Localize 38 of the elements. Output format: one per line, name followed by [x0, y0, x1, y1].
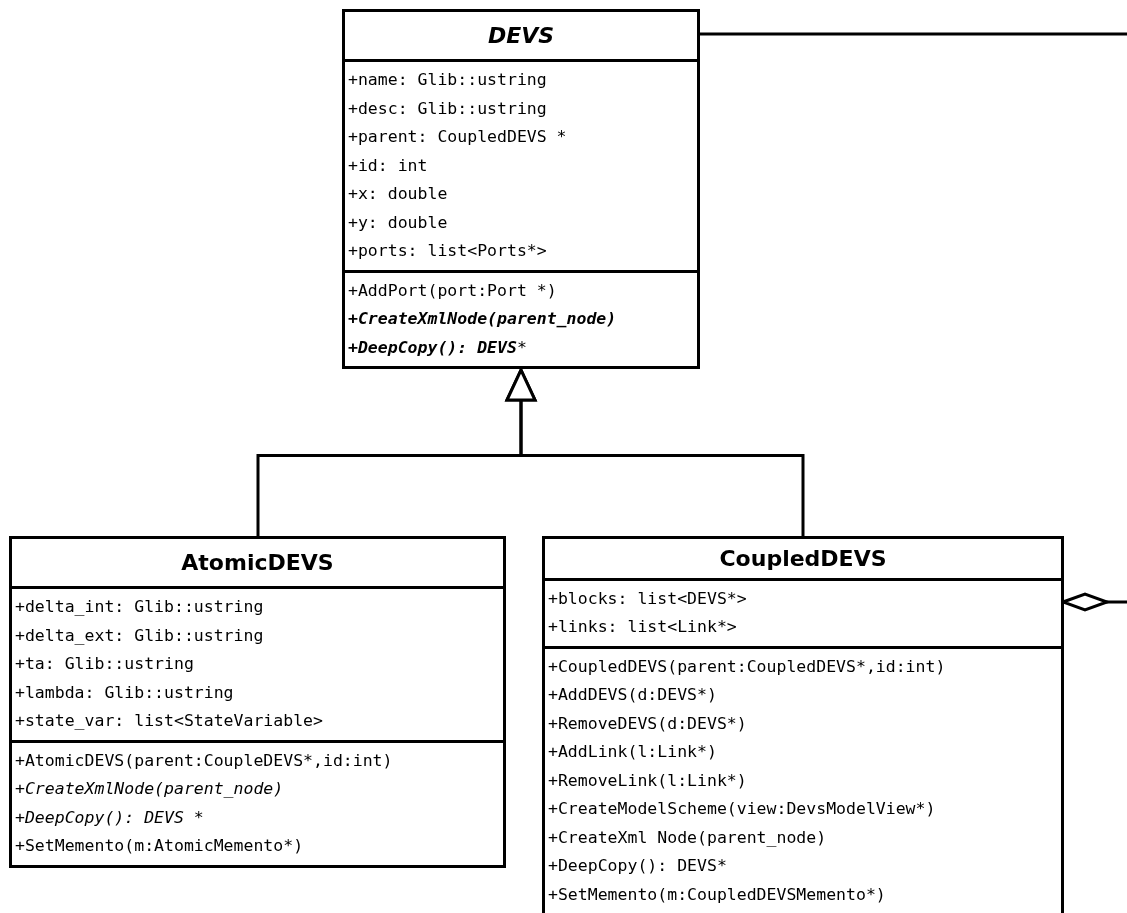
class-name: AtomicDEVS — [181, 550, 334, 575]
method-text: +RemoveDEVS(d:DEVS*) — [548, 712, 747, 735]
method-text: +SetMemento(m:CoupledDEVSMemento*) — [548, 883, 886, 906]
attribute-text: +ta: Glib::ustring — [15, 653, 194, 675]
method-text: +DeepCopy(): DEVS* — [15, 806, 204, 829]
class-name: CoupledDEVS — [719, 545, 887, 571]
attribute-text: +blocks: list<DEVS*> — [548, 587, 747, 610]
attribute-text: +desc: Glib::ustring — [348, 97, 547, 120]
method-text: +AtomicDEVS(parent:CoupleDEVS*,id:int) — [15, 749, 393, 772]
attribute-text: +x: double — [348, 183, 448, 205]
attribute-text: +lambda: Glib::ustring — [15, 681, 234, 704]
method-text: +AddPort(port:Port *) — [348, 279, 557, 302]
method-text: +DeepCopy(): DEVS* — [348, 336, 527, 359]
inheritance-arrow — [505, 368, 805, 536]
method-text: +RemoveLink(l:Link*) — [548, 769, 747, 792]
attribute-text: +links: list<Link*> — [548, 616, 737, 638]
attribute-text: +name: Glib::ustring — [348, 69, 547, 91]
method-text: +CreateModelScheme(view:DevsModelView*) — [548, 798, 936, 820]
association-line — [699, 32, 1127, 36]
class-box — [542, 536, 1064, 913]
class-name: DEVS — [487, 23, 555, 48]
class-box — [9, 536, 506, 868]
attribute-text: +state_var: list<StateVariable> — [15, 710, 323, 732]
attribute-text: +delta_int: Glib::ustring — [15, 596, 264, 618]
attribute-text: +y: double — [348, 211, 448, 234]
attribute-text: +parent: CoupledDEVS * — [348, 126, 567, 148]
attribute-text: +id: int — [348, 154, 428, 177]
method-text: +CreateXmlNode(parent_node) — [348, 308, 617, 330]
method-text: +AddDEVS(d:DEVS*) — [548, 684, 717, 706]
attribute-text: +delta_ext: Glib::ustring — [15, 624, 264, 647]
method-text: +SetMemento(m:AtomicMemento*) — [15, 835, 304, 857]
method-text: +CreateXml Node(parent_node) — [548, 826, 827, 849]
method-text: +CreateXmlNode(parent_node) — [15, 778, 284, 800]
method-text: +AddLink(l:Link*) — [548, 741, 717, 763]
attribute-text: +ports: list<Ports*> — [348, 240, 547, 262]
class-box — [342, 9, 700, 369]
method-text: +DeepCopy(): DEVS* — [548, 855, 727, 877]
method-text: +CoupledDEVS(parent:CoupledDEVS*,id:int) — [548, 655, 946, 678]
